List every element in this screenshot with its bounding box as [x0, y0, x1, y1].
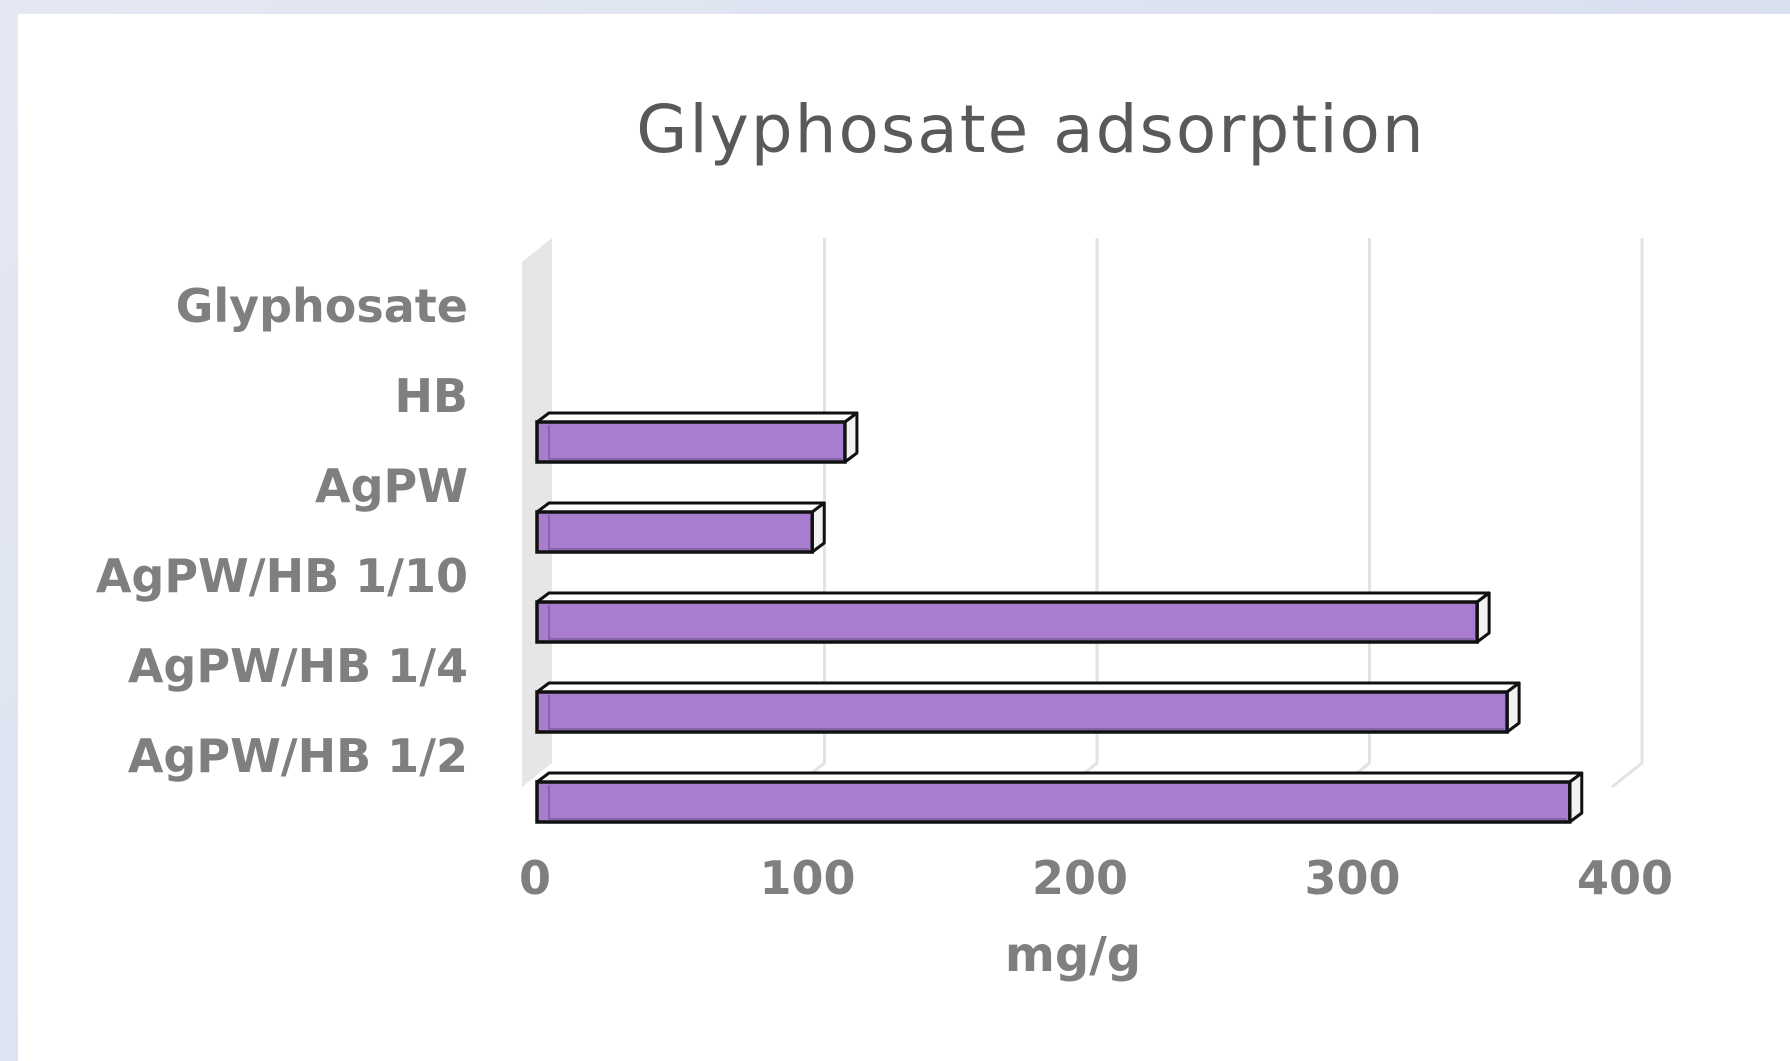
category-label: HB	[394, 369, 468, 423]
bar	[535, 771, 1584, 824]
bar-inner-edge	[548, 695, 1505, 730]
bar-side-face	[810, 501, 826, 554]
bars	[535, 411, 1584, 824]
bar-side-face	[1475, 591, 1491, 644]
category-label: Glyphosate	[176, 279, 468, 333]
x-tick-label: 400	[1577, 851, 1673, 905]
bar-inner-edge	[548, 425, 842, 460]
bar-front-face	[535, 420, 847, 464]
chart-title: Glyphosate adsorption	[636, 91, 1426, 168]
bar-side-face	[1568, 771, 1584, 824]
category-label: AgPW/HB 1/2	[128, 729, 468, 783]
bar	[535, 591, 1491, 644]
bar-inner-edge	[548, 605, 1475, 640]
bar	[535, 681, 1521, 734]
category-label: AgPW	[315, 459, 468, 513]
x-tick-label: 200	[1032, 851, 1128, 905]
x-tick-label: 100	[759, 851, 855, 905]
bar-inner-edge	[548, 785, 1567, 820]
x-tick-label: 300	[1304, 851, 1400, 905]
bar-inner-edge	[548, 515, 810, 550]
category-label: AgPW/HB 1/10	[96, 549, 468, 603]
bar	[535, 501, 826, 554]
bar-front-face	[535, 510, 814, 554]
bar-front-face	[535, 690, 1509, 734]
gridline	[1611, 238, 1644, 789]
bar	[535, 411, 859, 464]
x-tick-labels: 0 100 200 300 400	[519, 851, 1673, 905]
bar-front-face	[535, 600, 1479, 644]
bar-front-face	[535, 780, 1572, 824]
bar-side-face	[1505, 681, 1521, 734]
bar-side-face	[843, 411, 859, 464]
category-label: AgPW/HB 1/4	[128, 639, 468, 693]
x-tick-label: 0	[519, 851, 551, 905]
x-axis-title: mg/g	[1005, 927, 1141, 983]
